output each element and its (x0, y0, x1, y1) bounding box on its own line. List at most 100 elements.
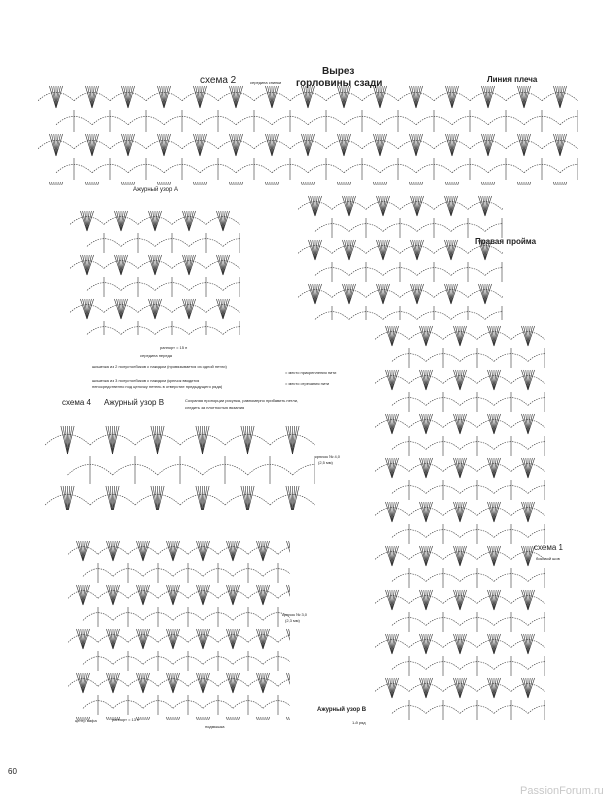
fan-stitch (527, 545, 533, 567)
fan-stitch (425, 545, 433, 567)
fan-stitch (425, 589, 431, 611)
fan-stitch (342, 283, 350, 305)
fan-stitch (222, 298, 230, 320)
fan-stitch (415, 133, 423, 157)
fan-stitch (247, 485, 250, 510)
fan-stitch (555, 133, 561, 157)
scheme1-label: схема 1 (534, 543, 563, 552)
fan-stitch (133, 181, 135, 185)
fan-stitch (269, 181, 271, 185)
fan-stitch (114, 298, 122, 320)
fan-stitch (459, 633, 465, 655)
fan-stitch (493, 325, 497, 347)
fan-stitch (493, 501, 499, 523)
fan-stitch (150, 298, 156, 320)
pattern-a-diagram (70, 210, 240, 335)
fan-stitch (523, 589, 529, 611)
fan-stitch (140, 672, 144, 694)
fan-stitch (307, 133, 311, 157)
fan-stitch (416, 195, 420, 217)
fan-stitch (459, 545, 463, 567)
fan-stitch (450, 283, 456, 305)
fan-stitch (199, 85, 205, 109)
fan-stitch (305, 85, 309, 109)
fan-stitch (232, 540, 238, 562)
fan-stitch (202, 485, 205, 510)
fan-stitch (186, 254, 190, 276)
fan-stitch (172, 584, 180, 606)
fan-stitch (232, 584, 240, 606)
fan-stitch (202, 672, 206, 694)
fan-stitch (53, 85, 57, 109)
fan-stitch (425, 325, 429, 347)
fan-stitch (235, 133, 243, 157)
fan-stitch (310, 239, 316, 261)
fan-stitch (339, 133, 345, 157)
fan-stitch (445, 181, 447, 185)
fan-stitch (493, 501, 501, 523)
fan-stitch (348, 283, 356, 305)
fan-stitch (91, 85, 95, 109)
fan-stitch (86, 254, 92, 276)
fan-stitch (484, 195, 488, 217)
fan-stitch (230, 716, 232, 720)
fan-stitch (491, 589, 495, 611)
fan-stitch (222, 210, 230, 232)
fan-stitch (82, 672, 90, 694)
fan-stitch (197, 133, 201, 157)
fan-stitch (337, 85, 345, 109)
fan-stitch (142, 628, 148, 650)
fan-stitch (385, 181, 387, 185)
fan-stitch (170, 716, 172, 720)
fan-stitch (120, 210, 126, 232)
fan-stitch (487, 325, 495, 347)
fan-stitch (199, 85, 207, 109)
hook-size-1: крючок № 4,0 (315, 454, 341, 459)
fan-stitch (410, 239, 418, 261)
chain-arch (97, 590, 129, 599)
fan-stitch (527, 545, 531, 567)
fan-stitch (445, 85, 453, 109)
hook-size-2-mm: (2,3 мм) (285, 618, 300, 623)
fan-stitch (527, 325, 531, 347)
crochet-stitches (375, 325, 545, 720)
fan-stitch (286, 584, 290, 597)
fan-stitch (202, 485, 208, 510)
fan-stitch (118, 210, 122, 232)
fan-stitch (142, 584, 148, 606)
chain-arch (157, 678, 189, 687)
fan-stitch (188, 210, 194, 232)
fan-stitch (344, 283, 350, 305)
fan-stitch (527, 501, 533, 523)
fan-stitch (195, 133, 201, 157)
fan-stitch (200, 672, 204, 694)
fan-stitch (222, 298, 226, 320)
fan-stitch (172, 628, 180, 650)
fan-stitch (455, 369, 461, 391)
fan-stitch (391, 457, 397, 479)
fan-stitch (484, 195, 492, 217)
fan-stitch (142, 540, 146, 562)
chain-arch (262, 700, 290, 709)
fan-stitch (127, 85, 131, 109)
fan-stitch (527, 325, 535, 347)
fan-stitch (373, 85, 381, 109)
fan-stitch (459, 589, 467, 611)
fan-stitch (170, 628, 174, 650)
fan-stitch (457, 501, 461, 523)
fan-stitch (527, 501, 531, 523)
fan-stitch (172, 628, 176, 650)
fan-stitch (82, 210, 88, 232)
fan-stitch (155, 425, 158, 455)
fan-stitch (152, 425, 158, 455)
fan-stitch (121, 133, 129, 157)
side-seam-label: боковой шов (536, 556, 560, 561)
fan-stitch (487, 457, 495, 479)
fan-stitch (446, 283, 452, 305)
chain-arch (484, 311, 503, 320)
fan-stitch (150, 425, 158, 455)
fan-stitch (202, 672, 210, 694)
fan-stitch (260, 584, 264, 606)
fan-stitch (86, 210, 94, 232)
fan-stitch (155, 485, 158, 510)
